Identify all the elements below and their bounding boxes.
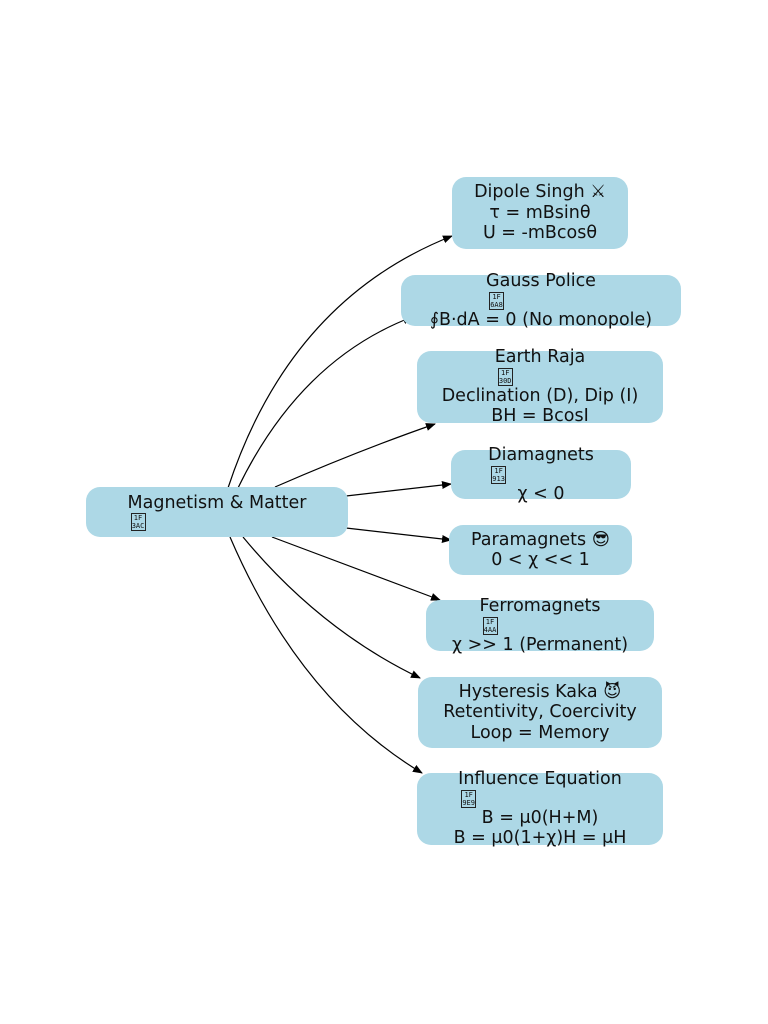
node-line: BH = BcosI xyxy=(491,406,589,427)
node-line: U = -mBcosθ xyxy=(482,223,598,244)
node-dipole-singh: Dipole Singh ⚔ τ = mBsinθ U = -mBcosθ xyxy=(452,177,628,249)
root-node-label: Magnetism & Matter xyxy=(127,492,307,513)
edge-to-hysteresis-kaka xyxy=(242,536,421,679)
node-title: Dipole Singh ⚔ xyxy=(474,182,606,203)
node-line: 0 < χ << 1 xyxy=(491,550,590,570)
node-title: Earth Raja xyxy=(494,347,586,368)
node-title: Diamagnets xyxy=(488,445,594,465)
node-line: Loop = Memory xyxy=(470,722,610,743)
node-title: Paramagnets 😎 xyxy=(471,529,610,550)
edge-to-ferromagnets xyxy=(271,536,441,601)
edge-to-paramagnets xyxy=(345,527,452,543)
edge-to-diamagnets xyxy=(345,481,452,497)
node-line: τ = mBsinθ xyxy=(489,202,591,223)
node-line: B = μ0(H+M) xyxy=(481,807,599,828)
node-title: Hysteresis Kaka 😈 xyxy=(458,681,622,702)
node-line: χ < 0 xyxy=(517,483,565,504)
node-hysteresis-kaka: Hysteresis Kaka 😈 Retentivity, Coercivit… xyxy=(418,677,662,748)
node-title: Gauss Police xyxy=(486,271,596,291)
node-title: Influence Equation xyxy=(458,769,622,790)
node-line: Declination (D), Dip (I) xyxy=(441,385,639,406)
node-title: Ferromagnets xyxy=(479,596,601,616)
edge-to-gauss-police xyxy=(237,316,413,489)
edge-to-dipole-singh xyxy=(227,235,453,489)
node-line: χ >> 1 (Permanent) xyxy=(451,634,629,655)
node-line: B = μ0(1+χ)H = μH xyxy=(453,828,627,849)
node-paramagnets: Paramagnets 😎 0 < χ << 1 xyxy=(449,525,632,575)
edges xyxy=(227,235,453,774)
node-line: ∮B·dA = 0 (No monopole) xyxy=(429,309,653,330)
edge-to-earth-raja xyxy=(274,423,436,488)
node-line: Retentivity, Coercivity xyxy=(443,702,637,723)
edge-to-influence-equation xyxy=(229,536,423,774)
